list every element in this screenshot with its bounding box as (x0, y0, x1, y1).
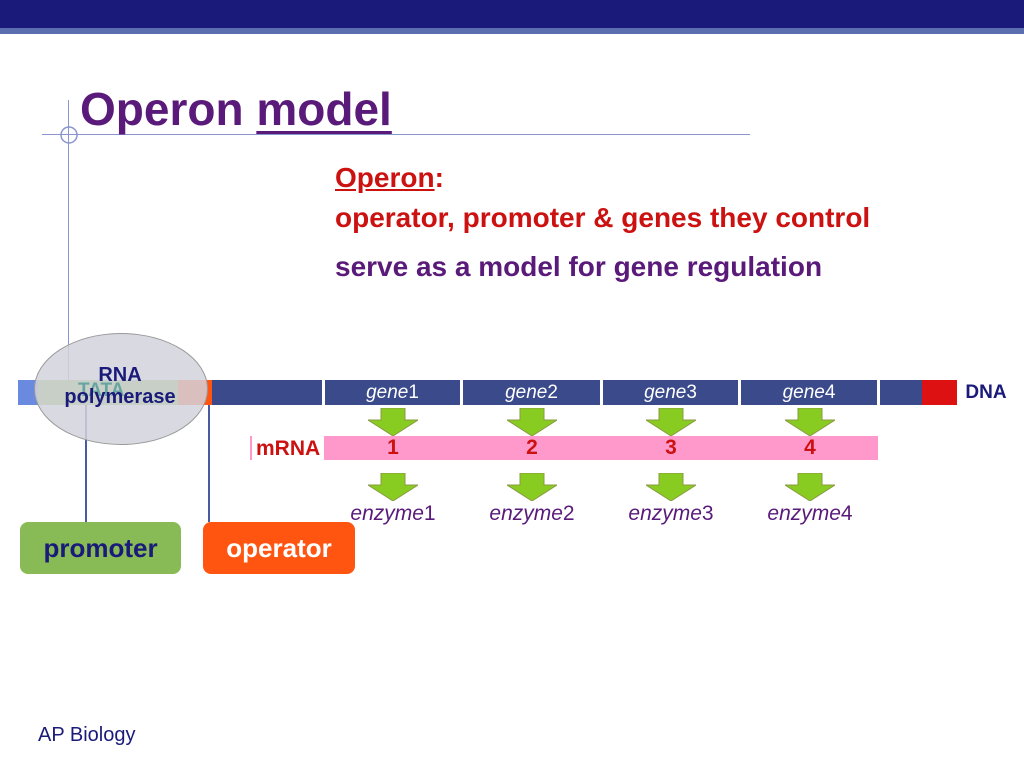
mrna-number-1: 1 (387, 436, 399, 459)
mrna-strand (250, 436, 878, 460)
gene-label-1: gene1 (366, 382, 419, 403)
dna-gene2-segment (463, 380, 600, 405)
arrow-down-icon (646, 473, 696, 501)
footer-text: AP Biology (38, 724, 136, 746)
title-text: Operon (80, 83, 257, 135)
dna-segment-start (18, 380, 38, 405)
dna-gene1-segment (325, 380, 460, 405)
serve-statement: serve as a model for gene regulation (335, 251, 823, 282)
arrow-down-icon (507, 473, 557, 501)
enzyme-label-3: enzyme3 (628, 502, 714, 525)
gene-label-3: gene3 (644, 382, 697, 403)
arrow-down-icon (507, 408, 557, 436)
rna-polymerase-ellipse (34, 333, 208, 445)
enzyme-label-2: enzyme2 (489, 502, 575, 525)
operon-heading: Operon: (335, 162, 444, 194)
gene-label-2: gene2 (505, 382, 558, 403)
operon-term: Operon (335, 162, 435, 193)
dna-spacer-segment (212, 380, 322, 405)
operon-colon: : (434, 162, 444, 193)
mrna-number-3: 3 (665, 436, 677, 459)
top-banner-stripe (0, 28, 1024, 34)
operator-connector (208, 405, 210, 522)
title-vertical-rule (68, 100, 69, 400)
gene-label-4: gene4 (782, 382, 836, 403)
dna-terminator-segment (922, 380, 957, 405)
tata-label: TATA (78, 380, 125, 401)
operon-definition: operator, promoter & genes they control (335, 202, 871, 233)
arrow-down-icon (368, 473, 418, 501)
arrow-down-icon (785, 408, 835, 436)
mrna-label: mRNA (252, 436, 325, 460)
slide-title: Operon model (80, 82, 392, 136)
promoter-label-box: promoter (20, 522, 181, 574)
crosshair-icon (60, 126, 78, 144)
operator-label-box: operator (203, 522, 355, 574)
dna-gene4-segment (741, 380, 877, 405)
title-underlined-text: model (256, 83, 392, 135)
mrna-number-4: 4 (804, 436, 816, 459)
enzyme-label-4: enzyme4 (767, 502, 853, 525)
promoter-connector (85, 405, 87, 522)
enzyme-label-1: enzyme1 (350, 502, 436, 525)
title-rule (42, 134, 750, 135)
arrow-down-icon (646, 408, 696, 436)
dna-gene3-segment (603, 380, 738, 405)
dna-label: DNA (957, 380, 1015, 405)
top-banner (0, 0, 1024, 28)
dna-end-segment (880, 380, 922, 405)
arrow-down-icon (368, 408, 418, 436)
arrow-down-icon (785, 473, 835, 501)
mrna-number-2: 2 (526, 436, 538, 459)
